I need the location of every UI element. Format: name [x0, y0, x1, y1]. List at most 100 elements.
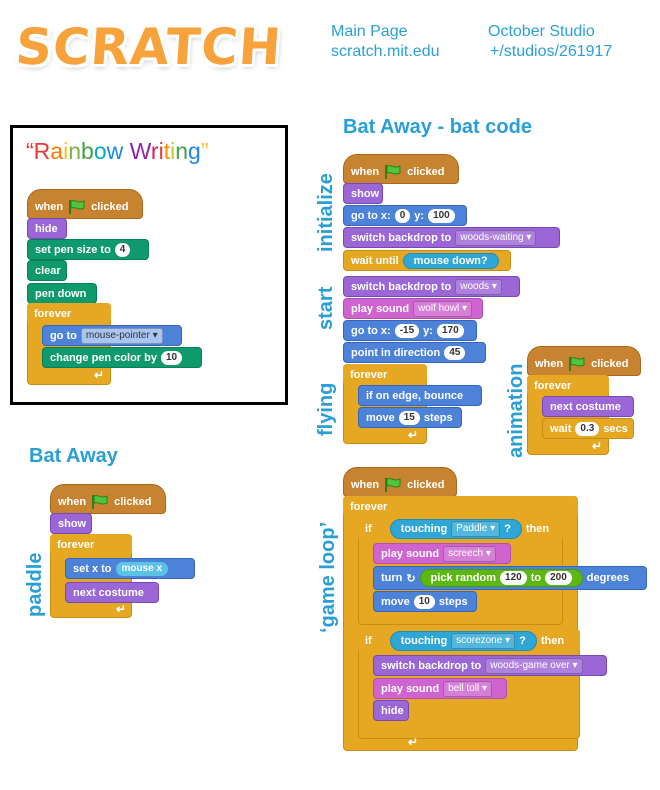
clicked-label: clicked — [591, 358, 629, 370]
studio-link[interactable]: October Studio +/studios/261917 — [488, 22, 612, 62]
rainbow-letter: R — [33, 138, 51, 164]
go-to-target-dropdown[interactable]: mouse-pointer — [80, 327, 163, 344]
rainbow-letters: Rainbow Writing — [34, 138, 201, 164]
rainbow-letter: b — [81, 138, 94, 164]
pen-size-input[interactable]: 4 — [114, 242, 131, 257]
green-flag-icon — [385, 478, 401, 492]
backdrop-dropdown-1[interactable]: woods-waiting — [455, 229, 537, 246]
sound-dropdown-1[interactable]: wolf howl — [413, 300, 473, 317]
anim-next-costume-block[interactable]: next costume — [542, 396, 634, 417]
play-sound-block-3[interactable]: play sound bell toll — [373, 678, 507, 699]
forever-label: forever — [534, 379, 572, 392]
y-input-2[interactable]: 170 — [436, 323, 464, 338]
rainbow-letter: r — [150, 138, 159, 164]
when-clicked-label: when — [58, 496, 87, 508]
y-label: y: — [414, 209, 425, 222]
x-input-2[interactable]: -15 — [394, 323, 420, 338]
play-sound-label: play sound — [381, 682, 440, 695]
mouse-down-sensor[interactable]: mouse down? — [402, 252, 499, 269]
x-input-1[interactable]: 0 — [394, 208, 411, 223]
random-from-input[interactable]: 120 — [500, 571, 527, 585]
wait-until-label: wait until — [351, 254, 399, 267]
if-on-edge-bounce-block[interactable]: if on edge, bounce — [358, 385, 482, 406]
switch-backdrop-label: switch backdrop to — [381, 659, 482, 672]
pen-down-block[interactable]: pen down — [27, 283, 97, 304]
move-label: move — [381, 595, 410, 608]
go-to-x-label: go to x: — [351, 324, 391, 337]
touching-scorezone-sensor[interactable]: touching scorezone ? — [389, 631, 537, 651]
paddle-show-block[interactable]: show — [50, 513, 92, 534]
touching-target-dropdown-2[interactable]: scorezone — [451, 633, 516, 649]
rainbow-hide-block[interactable]: hide — [27, 218, 67, 239]
pen-color-input[interactable]: 10 — [160, 350, 183, 365]
direction-input[interactable]: 45 — [444, 345, 466, 360]
switch-backdrop-block-3[interactable]: switch backdrop to woods-game over — [373, 655, 607, 676]
loop-arrow-icon: ↵ — [592, 439, 603, 453]
pick-random-operator[interactable]: pick random 120 to 200 — [419, 569, 583, 587]
go-to-xy-block-1[interactable]: go to x: 0 y: 100 — [343, 205, 467, 226]
forever-label: forever — [350, 500, 388, 513]
main-page-link[interactable]: Main Page scratch.mit.edu — [331, 22, 439, 62]
go-to-xy-block-2[interactable]: go to x: -15 y: 170 — [343, 320, 477, 341]
then-label: then — [540, 635, 565, 647]
move-label: move — [366, 411, 395, 424]
touching-label: touching — [400, 635, 448, 647]
rainbow-letter: i — [63, 138, 69, 164]
random-to-input[interactable]: 200 — [545, 571, 572, 585]
move-steps-block-2[interactable]: move 10 steps — [373, 591, 477, 612]
start-label: start — [315, 286, 337, 330]
clear-label: clear — [35, 264, 61, 277]
point-in-direction-block[interactable]: point in direction 45 — [343, 342, 486, 363]
move-steps-input-1[interactable]: 15 — [398, 410, 420, 425]
go-to-x-label: go to x: — [351, 209, 391, 222]
loop-arrow-icon: ↵ — [408, 735, 419, 749]
change-pen-color-block[interactable]: change pen color by 10 — [42, 347, 202, 368]
move-steps-input-2[interactable]: 10 — [413, 594, 435, 609]
set-x-block[interactable]: set x to mouse x — [65, 558, 195, 579]
touching-paddle-sensor[interactable]: touching Paddle ? — [389, 519, 522, 539]
clicked-label: clicked — [91, 201, 129, 213]
backdrop-dropdown-3[interactable]: woods-game over — [485, 657, 583, 674]
if-label: if — [365, 523, 372, 535]
sound-dropdown-2[interactable]: screech — [443, 545, 496, 562]
set-x-label: set x to — [73, 562, 112, 575]
initialize-label: initialize — [315, 173, 337, 252]
rainbow-letter: i — [170, 138, 176, 164]
turn-degrees-block[interactable]: turn ↻ pick random 120 to 200 degrees — [373, 566, 647, 590]
clicked-label: clicked — [407, 479, 445, 491]
move-steps-block-1[interactable]: move 15 steps — [358, 407, 462, 428]
bat-code-title: Bat Away - bat code — [343, 116, 532, 138]
switch-backdrop-block-2[interactable]: switch backdrop to woods — [343, 276, 520, 297]
bat-show-block[interactable]: show — [343, 183, 383, 204]
wait-until-block[interactable]: wait until mouse down? — [343, 250, 511, 271]
wait-secs-block[interactable]: wait 0.3 secs — [542, 418, 634, 439]
set-pen-size-label: set pen size to — [35, 243, 111, 256]
green-flag-icon — [92, 495, 108, 509]
switch-backdrop-block-1[interactable]: switch backdrop to woods-waiting — [343, 227, 560, 248]
game-loop-label: ‘game loop’ — [317, 521, 339, 633]
touching-target-dropdown-1[interactable]: Paddle — [451, 521, 501, 537]
set-pen-size-block[interactable]: set pen size to 4 — [27, 239, 149, 260]
pen-down-label: pen down — [35, 287, 87, 300]
play-sound-block-1[interactable]: play sound wolf howl — [343, 298, 483, 319]
mouse-x-reporter[interactable]: mouse x — [115, 561, 169, 576]
rainbow-letter: w — [106, 138, 124, 164]
y-input-1[interactable]: 100 — [428, 208, 455, 223]
change-pen-color-label: change pen color by — [50, 351, 157, 364]
then-label: then — [525, 523, 550, 535]
paddle-next-costume-block[interactable]: next costume — [65, 582, 159, 603]
if-scorezone-header: if touching scorezone ? then — [358, 629, 580, 653]
play-sound-block-2[interactable]: play sound screech — [373, 543, 511, 564]
sound-dropdown-3[interactable]: bell toll — [443, 680, 493, 697]
go-to-block[interactable]: go to mouse-pointer — [42, 325, 182, 346]
backdrop-dropdown-2[interactable]: woods — [455, 278, 502, 295]
game-loop-hide-block[interactable]: hide — [373, 700, 409, 721]
wait-input[interactable]: 0.3 — [575, 421, 600, 436]
forever-header: forever — [50, 534, 132, 555]
clear-block[interactable]: clear — [27, 260, 67, 281]
